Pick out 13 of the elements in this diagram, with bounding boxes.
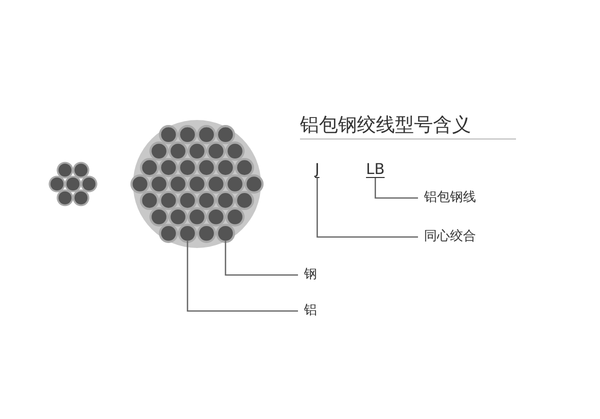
callout-text: 钢 [304, 267, 317, 283]
leader-line [374, 178, 418, 199]
leader-line [186, 240, 298, 312]
model-code: LB [366, 160, 385, 178]
leader-line [224, 240, 298, 276]
leader-line [316, 178, 418, 238]
callout-text: 铝包钢线 [424, 190, 476, 206]
strand-core [180, 226, 195, 241]
callout-text: 同心绞合 [424, 229, 476, 245]
strand-core [218, 226, 233, 241]
title: 铝包钢绞线型号含义 [300, 113, 471, 138]
callout-text: 铝 [304, 303, 317, 319]
model-code: J [315, 160, 320, 178]
